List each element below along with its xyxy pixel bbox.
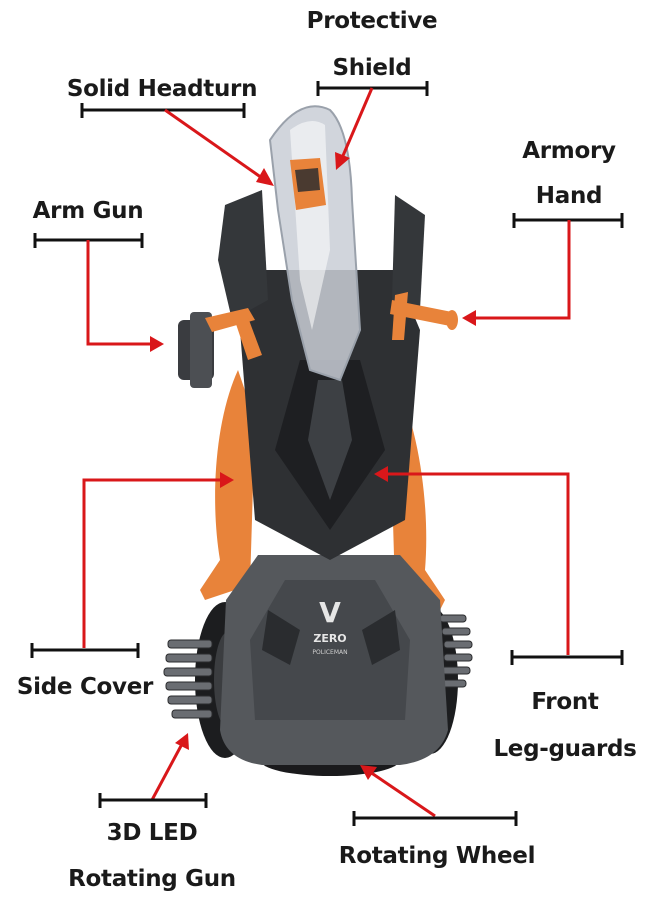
left-gun-barrels <box>163 639 213 719</box>
left-shoulder <box>218 190 268 320</box>
pointer-front-leg-guards <box>386 472 570 655</box>
callout-arm-gun: Arm Gun <box>33 198 164 352</box>
badge-name: ZERO <box>313 632 346 645</box>
left-arm-gun <box>178 312 214 388</box>
base-lamp-right <box>362 610 400 665</box>
badge-letter: V <box>319 596 341 629</box>
robot-illustration: V ZERO POLICEMAN <box>163 105 473 776</box>
label-protective-shield-line1: Protective <box>307 8 438 34</box>
right-armory-grip <box>392 292 408 340</box>
base-face <box>250 580 410 720</box>
right-armory-tip <box>446 310 458 330</box>
left-armory-grip <box>232 312 262 360</box>
badge-sub: POLICEMAN <box>312 649 347 656</box>
pointer-solid-headturn <box>164 108 263 180</box>
label-led-rotating-gun-line2: Rotating Gun <box>68 866 236 892</box>
label-solid-headturn: Solid Headturn <box>67 76 257 102</box>
callout-solid-headturn: Solid Headturn <box>67 76 274 186</box>
robot-visor <box>295 168 320 192</box>
pointer-arm-gun <box>86 240 152 346</box>
callout-armory-hand: Armory Hand <box>462 138 624 326</box>
label-led-rotating-gun-line1: 3D LED <box>107 820 198 846</box>
label-rotating-wheel: Rotating Wheel <box>339 843 535 869</box>
label-protective-shield-line2: Shield <box>333 55 412 81</box>
label-armory-hand-line2: Hand <box>536 183 602 209</box>
callout-led-rotating-gun: 3D LED Rotating Gun <box>68 733 236 892</box>
callout-front-leg-guards: Front Leg-guards <box>374 466 637 762</box>
callout-rotating-wheel: Rotating Wheel <box>339 765 535 869</box>
pointer-armory-hand <box>474 220 571 320</box>
pointer-rotating-wheel <box>369 770 436 818</box>
label-side-cover: Side Cover <box>17 674 154 700</box>
right-shoulder <box>392 195 425 310</box>
right-gun-barrels <box>439 614 473 688</box>
label-front-leg-guards-line1: Front <box>531 689 599 715</box>
pointer-side-cover <box>82 478 222 648</box>
label-armory-hand-line1: Armory <box>522 138 616 164</box>
chest-accent <box>308 380 352 500</box>
pointer-protective-shield <box>340 87 374 159</box>
callout-protective-shield: Protective Shield <box>307 8 438 170</box>
label-front-leg-guards-line2: Leg-guards <box>493 736 636 762</box>
pointer-led-rotating-gun <box>150 743 184 801</box>
callout-side-cover: Side Cover <box>17 472 234 700</box>
label-arm-gun: Arm Gun <box>33 198 144 224</box>
base-lamp-left <box>262 610 300 665</box>
side-cover-left <box>200 370 255 600</box>
